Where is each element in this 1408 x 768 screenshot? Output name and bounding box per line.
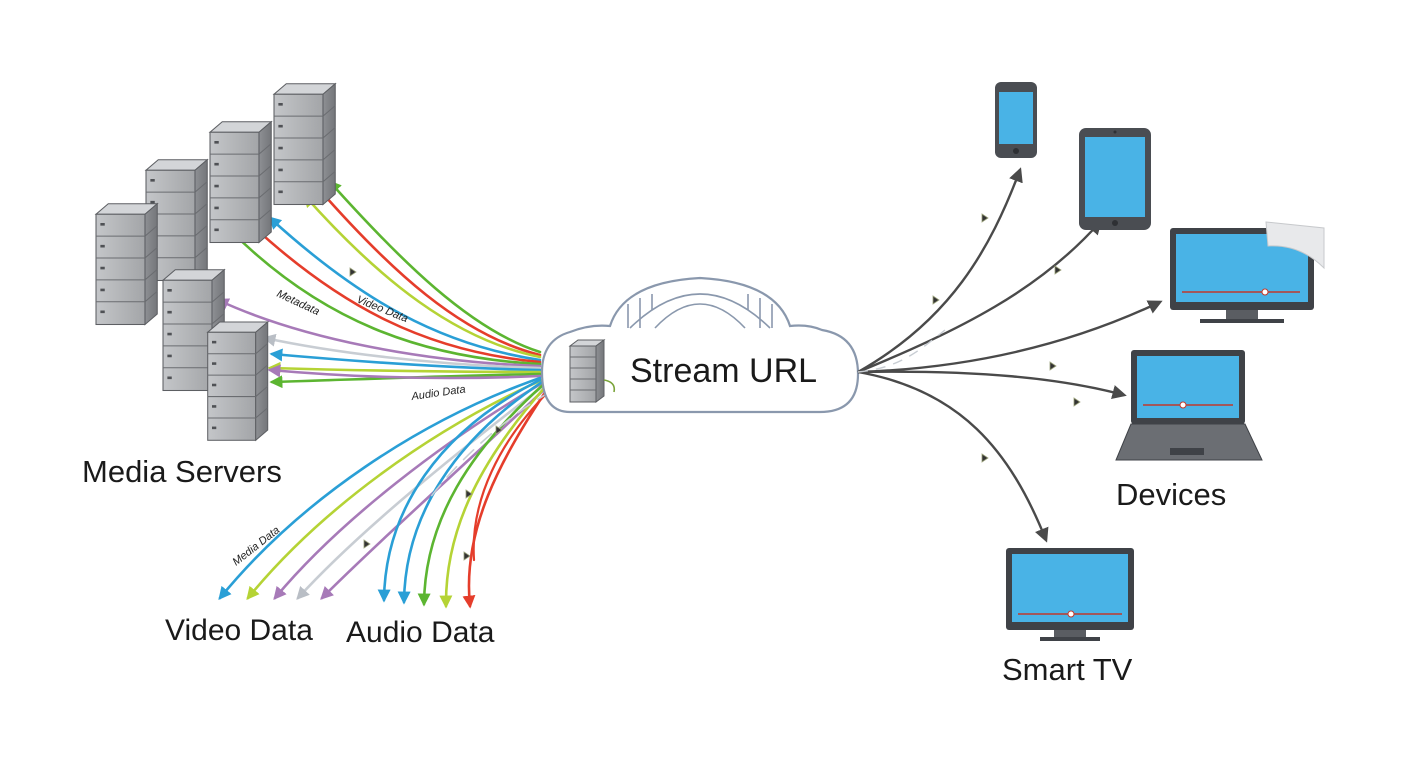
video-data-label: Video Data — [165, 614, 313, 647]
flow-line — [439, 384, 548, 609]
smart-tv-label: Smart TV — [1002, 652, 1133, 687]
flow-line — [269, 348, 542, 372]
laptop-icon — [1115, 350, 1263, 461]
signal-icon — [463, 551, 471, 561]
signal-markers — [349, 213, 1081, 561]
flow-line — [246, 378, 544, 601]
smartphone-icon — [995, 82, 1037, 158]
signal-icon — [1049, 361, 1057, 371]
cloud-icon — [540, 276, 860, 414]
data-flows — [218, 376, 552, 609]
signal-icon — [363, 539, 371, 549]
signal-icon — [981, 213, 989, 223]
device-arrows — [857, 167, 1163, 543]
arrow-to-phone — [857, 167, 1023, 374]
flow-line — [267, 361, 542, 375]
flow-line — [328, 180, 542, 354]
tablet-icon — [1079, 128, 1151, 230]
flow-line — [268, 216, 542, 362]
server-rack-icon — [207, 321, 269, 441]
arrow-to-tablet — [857, 219, 1102, 374]
media-servers-cluster — [95, 83, 336, 441]
flow-line — [228, 228, 542, 366]
media-servers-label: Media Servers — [82, 454, 282, 489]
signal-icon — [1054, 265, 1062, 275]
flow-line — [397, 380, 544, 605]
signal-icon — [349, 267, 357, 277]
flow-line — [262, 333, 542, 370]
flow-line — [303, 194, 542, 359]
flow-line — [267, 364, 542, 380]
flow-label-metadata: Metadata — [275, 288, 322, 318]
flow-line — [417, 382, 546, 607]
flow-label-audio: Audio Data — [410, 384, 467, 404]
flow-line — [462, 386, 550, 609]
arrow-to-laptop — [857, 370, 1127, 400]
mini-server-icon — [568, 339, 616, 403]
signal-icon — [981, 453, 989, 463]
arrow-to-smart-tv — [857, 370, 1049, 543]
stream-url-label: Stream URL — [630, 352, 817, 390]
flow-line — [273, 380, 546, 600]
flow-line — [296, 382, 548, 600]
arrow-to-monitor — [857, 300, 1163, 374]
audio-data-label: Audio Data — [346, 616, 495, 649]
flow-line — [218, 376, 542, 601]
stream-url-cloud: Stream URL — [540, 276, 860, 414]
desktop-monitor-icon — [1170, 221, 1325, 323]
signal-icon — [495, 425, 503, 435]
flow-line — [316, 186, 542, 357]
signal-icon — [932, 295, 940, 305]
signal-icon — [465, 489, 473, 499]
server-rack-icon — [273, 83, 336, 206]
flow-line — [320, 384, 550, 600]
server-flows — [215, 180, 542, 389]
server-rack-icon — [209, 121, 272, 244]
flow-line — [377, 378, 542, 603]
flow-line — [429, 391, 551, 499]
flow-line — [238, 212, 542, 364]
devices-label: Devices — [1116, 477, 1226, 512]
smart-tv-icon — [1006, 548, 1134, 641]
flow-line — [472, 388, 552, 562]
flow-line — [215, 298, 542, 368]
server-rack-icon — [95, 203, 158, 326]
signal-icon — [1073, 397, 1081, 407]
flow-label-media: Media Data — [230, 524, 282, 568]
